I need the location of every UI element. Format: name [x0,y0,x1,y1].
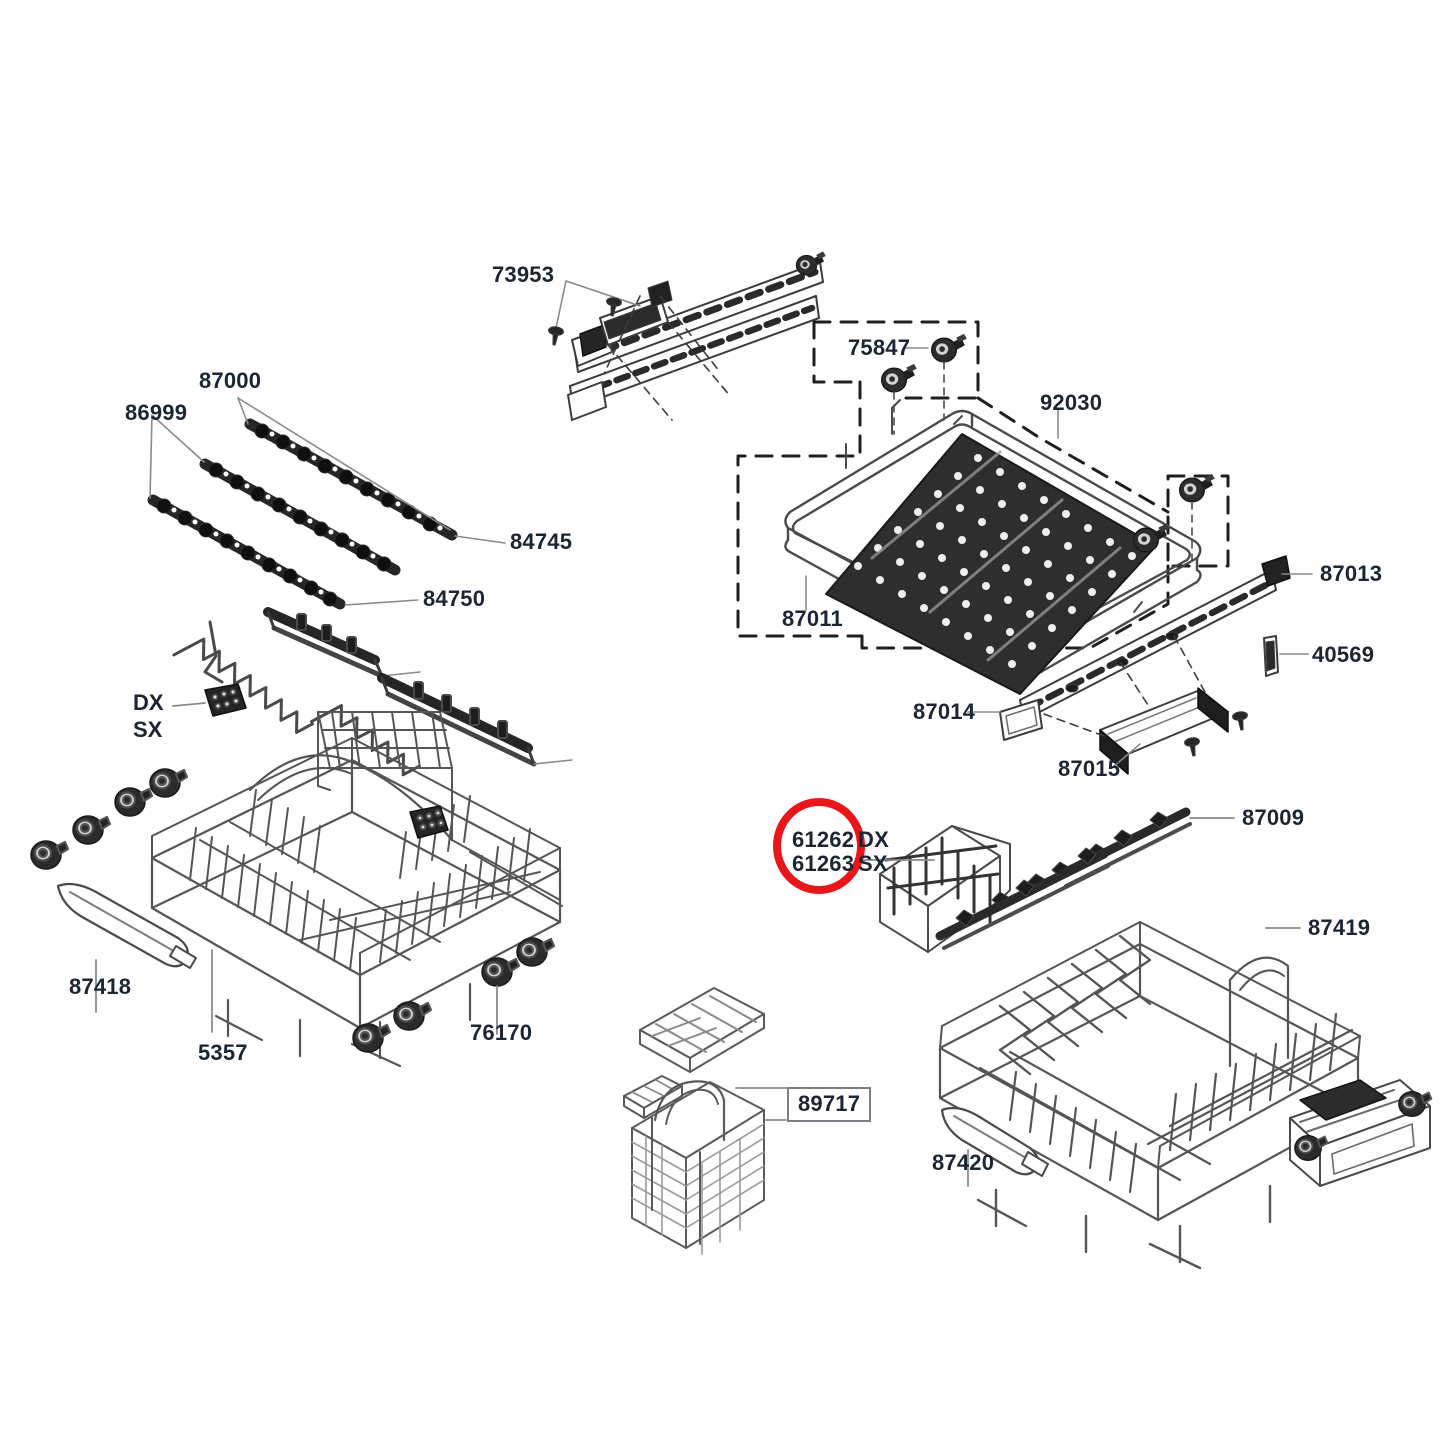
label-86999: 86999 [125,400,188,425]
label-87420: 87420 [932,1150,995,1175]
label-73953: 73953 [492,262,555,287]
part-73953-upper-rail [546,251,826,421]
label-87009: 87009 [1242,805,1305,830]
label-89717: 89717 [787,1087,872,1122]
part-89717-cutlery-basket [623,987,801,1255]
label-87014: 87014 [913,699,976,724]
label-87419: 87419 [1308,915,1371,940]
clip-dx-sx-left [172,683,247,717]
label-92030: 92030 [1040,390,1103,415]
label-87013: 87013 [1320,561,1383,586]
label-40569: 40569 [1312,642,1375,667]
label-87011: 87011 [782,606,843,631]
part-87420-handle [940,1106,1049,1187]
label-5357: 5357 [198,1040,248,1065]
label-75847: 75847 [848,335,911,360]
label-61262: 61262 [792,827,855,852]
label-61263: 61263 [792,851,855,876]
group-flip-tines [861,807,1235,953]
part-coil-tines [147,397,506,610]
label-87015: 87015 [1058,756,1121,781]
label-76170: 76170 [470,1020,533,1045]
part-87419-lower-basket [938,921,1433,1270]
label-sx-left: SX [133,716,163,742]
label-dx-sx-left: DX SX [133,690,164,744]
part-5357-upper-basket [29,711,563,1068]
part-40569-clip [1263,635,1279,677]
group-filter-tray-92030 [736,320,1230,695]
clip-center [409,805,449,839]
label-sx-right: SX [858,851,888,876]
label-dx-left: DX [133,690,164,715]
label-84745: 84745 [510,529,573,554]
label-87418: 87418 [69,974,132,999]
lower-basket-rail-module [1289,1079,1433,1187]
part-upper-basket-accessories [172,607,573,777]
red-highlight-circle [773,798,865,894]
part-87418-handle [56,882,197,1013]
label-dx-right: DX [858,827,889,852]
label-87000: 87000 [199,368,262,393]
group-lower-rails [967,555,1313,775]
label-84750: 84750 [423,586,486,611]
